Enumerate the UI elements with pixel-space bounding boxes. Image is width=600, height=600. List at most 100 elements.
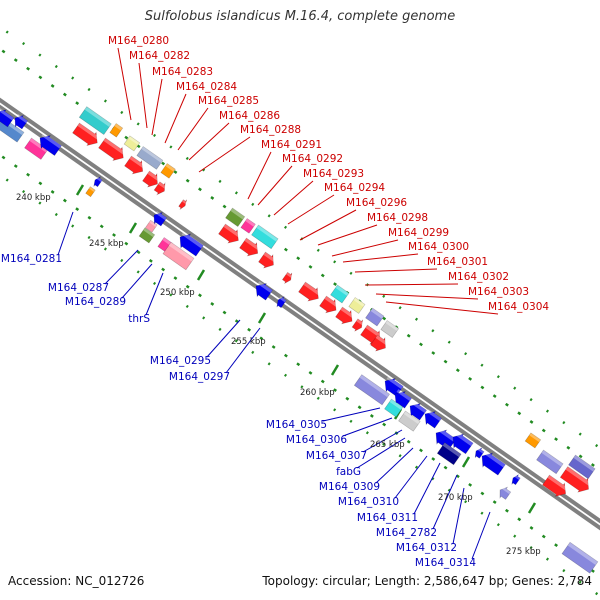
reverse-gene-label: M164_0309 [319, 481, 380, 493]
forward-gene-label: M164_0304 [488, 301, 549, 313]
reverse-gene-label: M164_0297 [169, 371, 230, 383]
gene-block [436, 442, 462, 466]
forward-gene [153, 181, 168, 196]
reverse-gene [474, 447, 485, 459]
label-leader [138, 62, 148, 129]
kbp-label: 240 kbp [16, 193, 51, 203]
reverse-gene-label: thrS [128, 313, 150, 325]
forward-gene [124, 155, 147, 175]
reverse-gene [179, 231, 204, 257]
gene-block [536, 449, 564, 475]
kbp-tick [527, 502, 537, 514]
gene-block [384, 398, 404, 418]
gene-block [561, 541, 599, 574]
kbp-label: 265 kbp [370, 440, 405, 450]
forward-gene-label: M164_0303 [468, 286, 529, 298]
label-leader [317, 224, 378, 246]
topology-summary: Topology: circular; Length: 2,586,647 bp… [262, 574, 592, 588]
reverse-gene [452, 431, 474, 455]
reverse-gene-label: M164_0295 [150, 355, 211, 367]
forward-gene [351, 318, 365, 332]
label-leader [121, 263, 153, 299]
reverse-gene-label: fabG [336, 466, 361, 478]
accession-text: Accession: NC_012726 [8, 574, 145, 588]
reverse-gene-label: M164_0314 [415, 557, 476, 569]
forward-gene-label: M164_0296 [346, 197, 407, 209]
label-leader [342, 417, 393, 437]
label-leader [299, 209, 357, 241]
forward-gene-label: M164_0280 [108, 35, 169, 47]
kbp-label: 270 kbp [438, 493, 473, 503]
gene-block [240, 218, 256, 234]
gene-block [160, 163, 176, 179]
label-leader [198, 136, 251, 173]
gene-block [85, 186, 96, 198]
label-leader [225, 327, 261, 374]
forward-gene-label: M164_0285 [198, 95, 259, 107]
label-leader [375, 293, 479, 300]
label-leader [257, 165, 293, 206]
forward-gene [319, 295, 340, 314]
label-leader [432, 474, 458, 530]
label-leader [104, 249, 139, 285]
reverse-gene-label: M164_0305 [266, 419, 327, 431]
forward-gene [281, 271, 294, 284]
label-leaders [57, 47, 499, 560]
reverse-gene-label: M164_0287 [48, 282, 109, 294]
kbp-label: 275 kbp [506, 547, 541, 557]
reverse-gene [511, 474, 521, 486]
label-leader [206, 319, 241, 358]
reverse-gene-label: M164_0306 [286, 434, 347, 446]
gene-block [330, 284, 350, 304]
label-leader [177, 107, 209, 151]
kbp-tick [75, 184, 85, 196]
forward-gene-label: M164_0298 [367, 212, 428, 224]
forward-gene [542, 474, 570, 497]
label-leader [354, 268, 438, 273]
dotted-track [0, 173, 600, 598]
label-leader [385, 301, 499, 315]
label-leader [342, 253, 419, 263]
kbp-label: 255 kbp [231, 337, 266, 347]
reverse-gene-label: M164_0307 [306, 450, 367, 462]
gene-block [348, 297, 366, 314]
reverse-gene [384, 376, 404, 397]
reverse-gene [14, 113, 29, 130]
forward-gene-label: M164_0284 [176, 81, 237, 93]
forward-gene [218, 223, 242, 244]
label-leader [413, 462, 441, 515]
reverse-gene [424, 409, 442, 429]
label-leader [117, 47, 132, 121]
kbp-tick [461, 456, 471, 468]
gene-block [251, 224, 279, 250]
label-leader [452, 487, 465, 545]
reverse-gene-label: M164_0281 [1, 253, 62, 265]
gene-block [109, 123, 124, 138]
forward-gene [239, 237, 262, 257]
forward-gene-label: M164_0292 [282, 153, 343, 165]
label-leader [57, 211, 74, 256]
forward-gene-label: M164_0300 [408, 241, 469, 253]
gene-block [568, 454, 596, 480]
reverse-gene [153, 210, 168, 227]
forward-gene-label: M164_0288 [240, 124, 301, 136]
kbp-label: 250 kbp [160, 288, 195, 298]
reverse-gene-label: M164_2782 [376, 527, 437, 539]
reverse-gene [499, 486, 512, 500]
label-leader [188, 122, 230, 161]
forward-gene [335, 306, 356, 325]
gene-labels: M164_0280M164_0282M164_0283M164_0284M164… [1, 35, 549, 569]
forward-gene-label: M164_0302 [448, 271, 509, 283]
kbp-tick [128, 222, 138, 234]
forward-gene-label: M164_0286 [219, 110, 280, 122]
forward-gene [258, 251, 277, 269]
forward-gene [370, 334, 389, 352]
label-leader [362, 429, 403, 453]
reverse-gene [481, 450, 506, 476]
gene-block [144, 219, 158, 233]
reverse-gene-label: M164_0311 [357, 512, 418, 524]
label-leader [364, 283, 459, 286]
forward-gene-label: M164_0291 [261, 139, 322, 151]
label-leader [356, 437, 406, 469]
reverse-gene-label: M164_0312 [396, 542, 457, 554]
